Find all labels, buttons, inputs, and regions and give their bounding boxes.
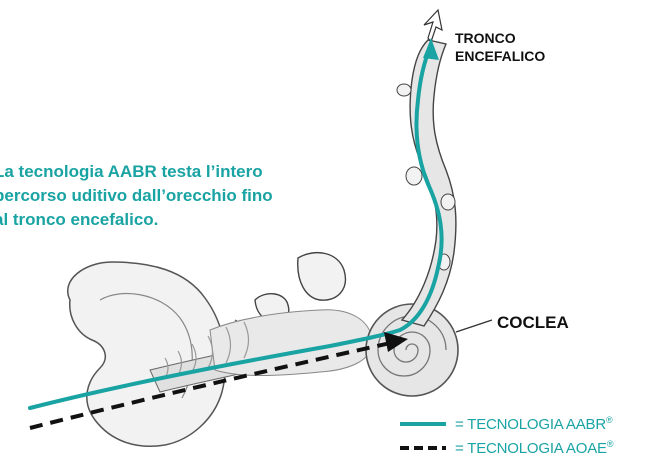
caption-line-3: al tronco encefalico. [0, 210, 159, 229]
coclea-label: COCLEA [497, 313, 569, 332]
legend-aabr-reg: ® [605, 415, 613, 425]
aoae-pathway-line [29, 340, 396, 430]
nucleus-3 [440, 193, 456, 211]
caption-line-2: percorso uditivo dall’orecchio fino [0, 186, 273, 205]
aabr-pathway-line [28, 46, 444, 410]
nucleus-1 [396, 83, 412, 97]
legend-row-aoae: = TECNOLOGIA AOAE® [400, 439, 668, 463]
coclea-pointer-line [455, 319, 493, 333]
legend-aoae-text: = TECNOLOGIA AOAE® [455, 439, 613, 457]
aabr-arrow-head [423, 38, 439, 60]
legend: = TECNOLOGIA AABR® = TECNOLOGIA AOAE® [400, 415, 668, 463]
legend-aoae-label: = TECNOLOGIA AOAE [455, 440, 607, 457]
outer-ear [67, 261, 227, 447]
tronco-encefalico-label: TRONCO ENCEFALICO [455, 29, 545, 65]
legend-row-aabr: = TECNOLOGIA AABR® [400, 415, 668, 439]
aoae-arrow-head [384, 332, 408, 352]
nucleus-2 [405, 166, 423, 186]
legend-aabr-text: = TECNOLOGIA AABR® [455, 415, 613, 433]
diagram-caption: La tecnologia AABR testa l’intero percor… [0, 160, 354, 232]
legend-aoae-reg: ® [606, 439, 614, 449]
tronco-label-line1: TRONCO [455, 30, 516, 46]
legend-aoae-swatch [400, 446, 446, 450]
cochlea-spiral [377, 315, 447, 377]
tronco-label-line2: ENCEFALICO [455, 48, 546, 64]
up-arrow-icon [423, 8, 443, 44]
legend-aabr-swatch [400, 422, 446, 426]
legend-aabr-label: = TECNOLOGIA AABR [455, 416, 606, 433]
caption-line-1: La tecnologia AABR testa l’intero [0, 162, 263, 181]
